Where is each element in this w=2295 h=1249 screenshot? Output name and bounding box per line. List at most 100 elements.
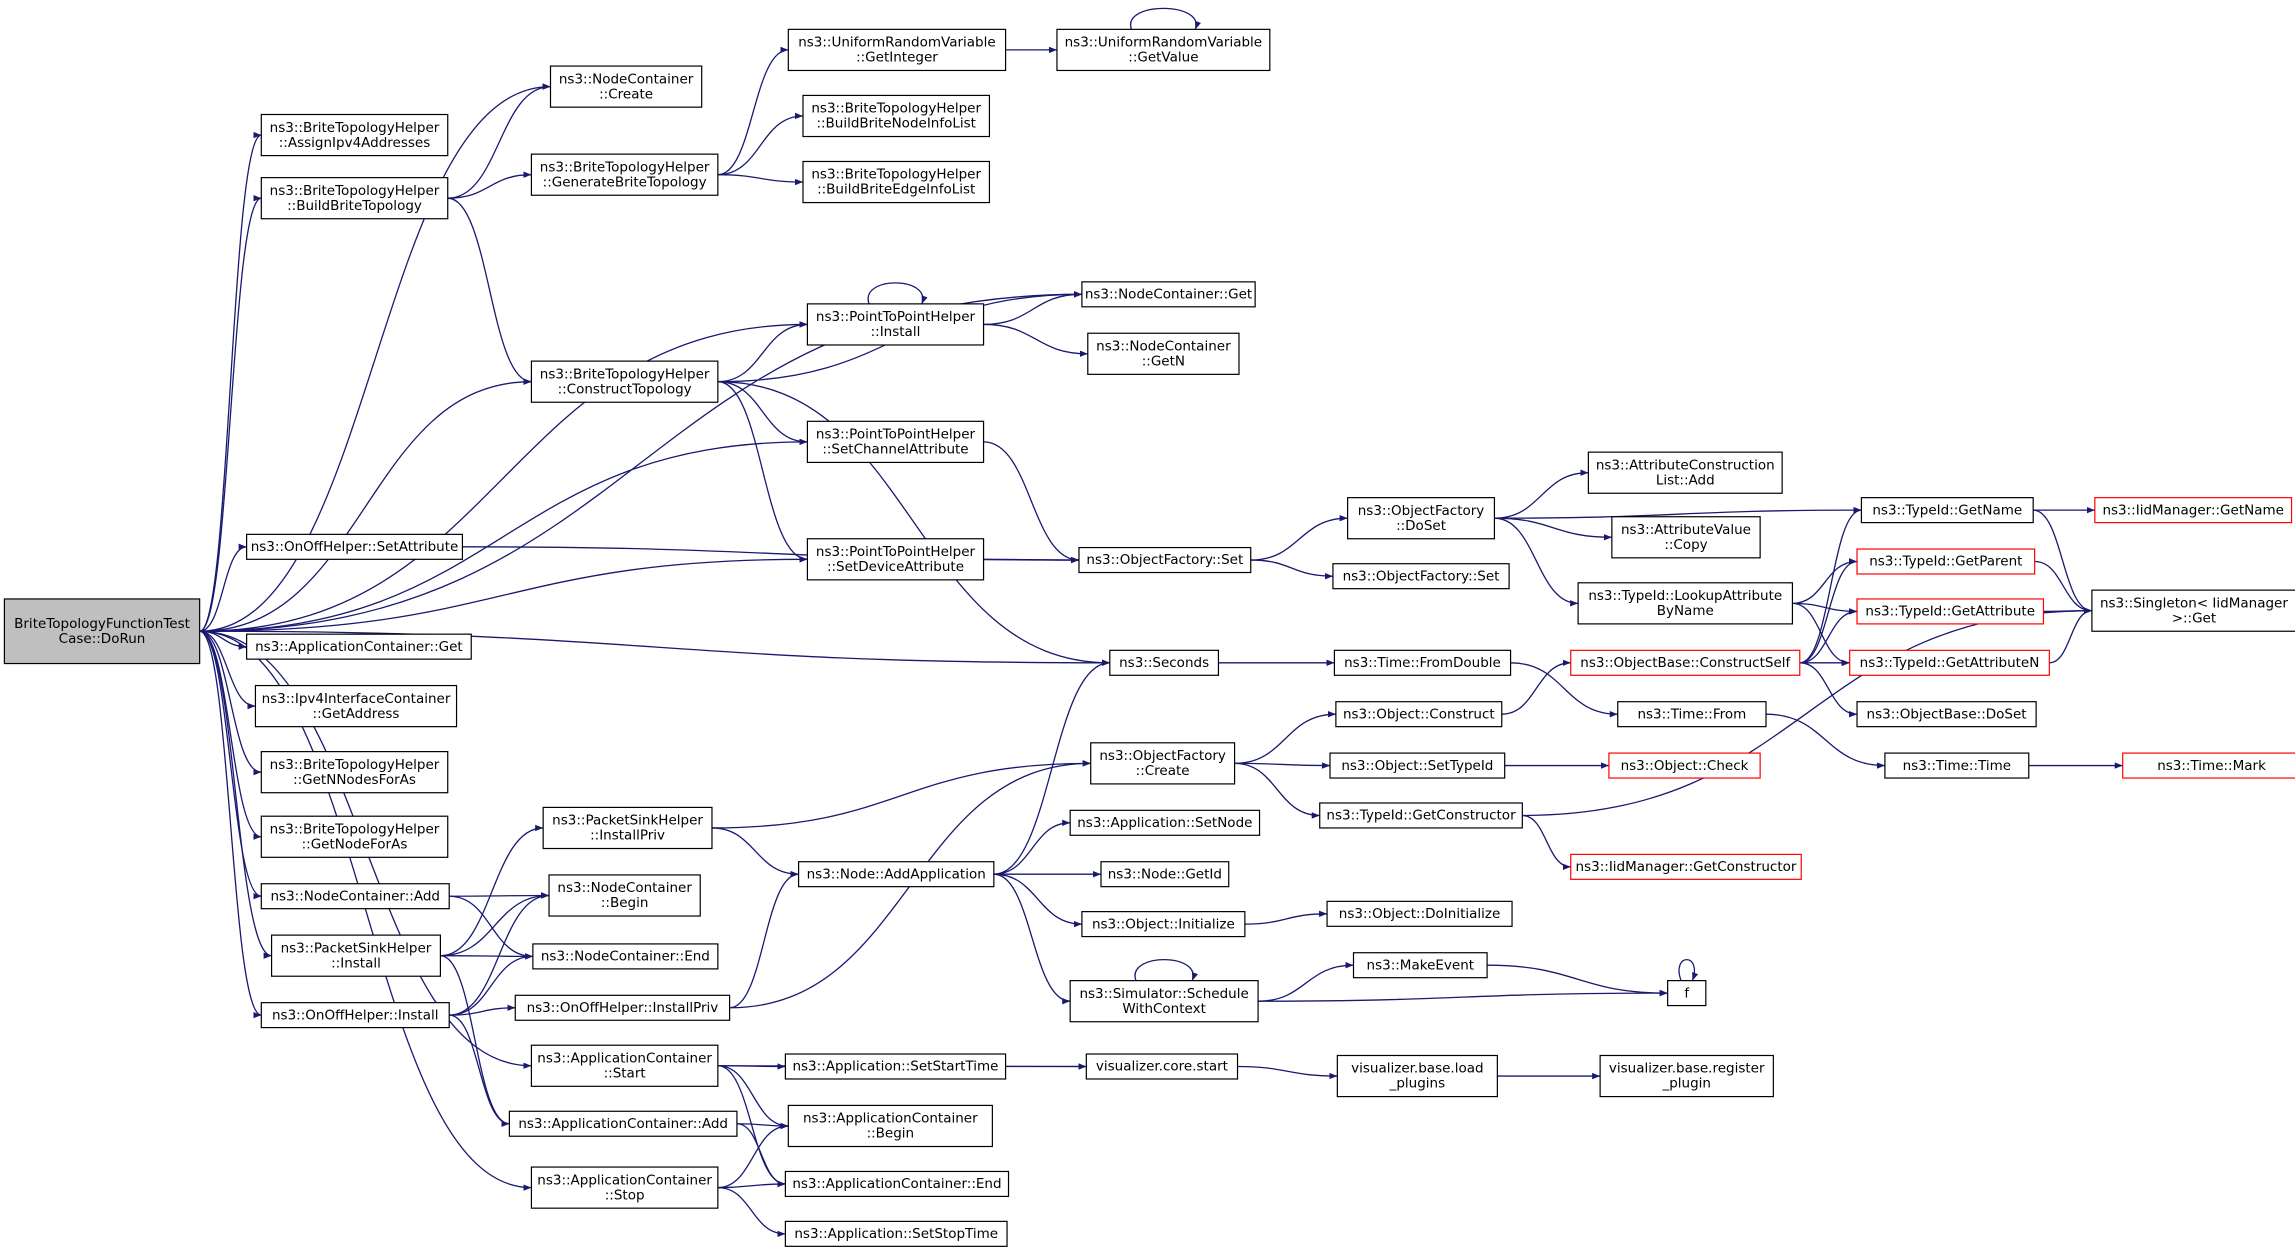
node-box [1336, 1054, 1498, 1098]
function-node-viz-start[interactable]: visualizer.core.start [1085, 1053, 1239, 1080]
function-node-time-from[interactable]: ns3::Time::From [1617, 701, 1767, 728]
function-node-ac-add[interactable]: ns3::ApplicationContainer::Add [508, 1110, 738, 1137]
node-box [1109, 649, 1220, 676]
function-node-app-setstop[interactable]: ns3::Application::SetStopTime [784, 1220, 1008, 1247]
function-node-p2p-setchan[interactable]: ns3::PointToPointHelper::SetChannelAttri… [806, 420, 985, 464]
function-node-app-setstart[interactable]: ns3::Application::SetStartTime [784, 1053, 1007, 1080]
function-node-p2p-setdev[interactable]: ns3::PointToPointHelper::SetDeviceAttrib… [806, 538, 985, 581]
call-edge-node_addapp-to-app_setnode [993, 819, 1071, 875]
function-node-av-copy[interactable]: ns3::AttributeValue::Copy [1611, 516, 1761, 559]
function-node-ipv4-getaddr[interactable]: ns3::Ipv4InterfaceContainer::GetAddress [254, 684, 458, 728]
function-node-ac-stop[interactable]: ns3::ApplicationContainer::Stop [530, 1166, 719, 1209]
function-node-nc-create[interactable]: ns3::NodeContainer::Create [549, 65, 703, 108]
node-label-line: ns3::Seconds [1119, 655, 1209, 671]
function-node-build-brite[interactable]: ns3::BriteTopologyHelper::BuildBriteTopo… [260, 177, 449, 220]
node-label-line: ::GetNNodesForAs [293, 772, 416, 788]
function-node-of-set2[interactable]: ns3::ObjectFactory::Set [1332, 563, 1510, 590]
function-node-node-addapp[interactable]: ns3::Node::AddApplication [797, 861, 995, 888]
function-node-onoff-install[interactable]: ns3::OnOffHelper::Install [260, 1002, 450, 1029]
function-node-time-time[interactable]: ns3::Time::Time [1884, 752, 2030, 779]
function-node-nc-add[interactable]: ns3::NodeContainer::Add [260, 883, 450, 910]
function-node-get-nodeforas[interactable]: ns3::BriteTopologyHelper::GetNodeForAs [260, 815, 449, 858]
function-node-f[interactable]: f [1667, 980, 1707, 1007]
function-node-psh-installpriv[interactable]: ns3::PacketSinkHelper::InstallPriv [542, 806, 713, 850]
node-label-line: _plugin [1661, 1076, 1711, 1092]
function-node-obj-init[interactable]: ns3::Object::Initialize [1081, 911, 1246, 938]
node-label-line: ns3::BriteTopologyHelper [811, 101, 981, 117]
function-node-onoff-setattr[interactable]: ns3::OnOffHelper::SetAttribute [246, 533, 464, 560]
node-label-line: WithContext [1122, 1001, 1206, 1017]
function-node-obj-check[interactable]: ns3::Object::Check [1608, 752, 1761, 779]
function-node-onoff-installpriv[interactable]: ns3::OnOffHelper::InstallPriv [514, 994, 731, 1021]
function-node-iid-getctor[interactable]: ns3::IidManager::GetConstructor [1570, 853, 1802, 880]
node-box [1856, 598, 2045, 625]
function-node-nc-get[interactable]: ns3::NodeContainer::Get [1081, 281, 1256, 308]
function-node-time-mark[interactable]: ns3::Time::Mark [2122, 752, 2295, 779]
call-edge-root-to-p2p_setchan [199, 438, 808, 632]
function-node-app-setnode[interactable]: ns3::Application::SetNode [1069, 809, 1261, 836]
function-node-viz-register[interactable]: visualizer.base.register_plugin [1599, 1054, 1774, 1098]
call-edge-node_addapp-to-obj_init [993, 873, 1082, 928]
node-box [806, 538, 985, 581]
function-node-ac-get[interactable]: ns3::ApplicationContainer::Get [246, 633, 472, 660]
function-node-construct-topo[interactable]: ns3::BriteTopologyHelper::ConstructTopol… [530, 360, 719, 403]
function-node-build-node-info[interactable]: ns3::BriteTopologyHelper::BuildBriteNode… [802, 94, 991, 138]
function-node-ac-begin[interactable]: ns3::ApplicationContainer::Begin [787, 1104, 993, 1148]
function-node-tid-getattr[interactable]: ns3::TypeId::GetAttribute [1856, 598, 2045, 625]
function-node-singleton-get[interactable]: ns3::Singleton< IidManager>::Get [2091, 589, 2295, 632]
function-node-time-fromdouble[interactable]: ns3::Time::FromDouble [1333, 649, 1512, 676]
function-node-seconds[interactable]: ns3::Seconds [1109, 649, 1220, 676]
node-label-line: ns3::Object::Check [1621, 758, 1749, 774]
call-edge-gen_brite-to-urv_getint [717, 46, 789, 176]
node-box [1087, 332, 1240, 375]
function-node-psh-install[interactable]: ns3::PacketSinkHelper::Install [270, 934, 441, 977]
function-node-iid-getname[interactable]: ns3::IidManager::GetName [2094, 497, 2293, 524]
function-node-urv-getval[interactable]: ns3::UniformRandomVariable::GetValue [1056, 28, 1271, 72]
function-node-nc-begin[interactable]: ns3::NodeContainer::Begin [548, 874, 701, 917]
function-node-tid-getparent[interactable]: ns3::TypeId::GetParent [1856, 548, 2036, 575]
call-edge-root-to-build_brite [199, 195, 262, 632]
function-node-urv-getint[interactable]: ns3::UniformRandomVariable::GetInteger [787, 28, 1007, 72]
function-node-of-doset[interactable]: ns3::ObjectFactory::DoSet [1347, 497, 1496, 540]
call-edge-tid_getname-to-singleton_get [2033, 509, 2092, 614]
function-node-get-nnodes[interactable]: ns3::BriteTopologyHelper::GetNNodesForAs [260, 751, 449, 794]
function-node-tid-getname[interactable]: ns3::TypeId::GetName [1860, 497, 2034, 524]
function-node-of-set[interactable]: ns3::ObjectFactory::Set [1078, 546, 1252, 574]
function-node-viz-load[interactable]: visualizer.base.load_plugins [1336, 1054, 1498, 1098]
node-label-line: ns3::ApplicationContainer::Get [255, 639, 463, 655]
function-node-ob-construct[interactable]: ns3::ObjectBase::ConstructSelf [1570, 649, 1801, 676]
function-node-assign-ipv4[interactable]: ns3::BriteTopologyHelper::AssignIpv4Addr… [260, 113, 449, 157]
function-node-nc-end[interactable]: ns3::NodeContainer::End [532, 943, 719, 970]
function-node-obj-settypeid[interactable]: ns3::Object::SetTypeId [1329, 752, 1506, 779]
node-box [1611, 516, 1761, 559]
call-edge-tid_lookup-to-tid_getparent [1792, 558, 1858, 604]
node-box [1856, 548, 2036, 575]
function-node-tid-getctor[interactable]: ns3::TypeId::GetConstructor [1319, 802, 1523, 829]
call-edge-root-to-ac_stop [199, 630, 532, 1191]
function-node-node-getid[interactable]: ns3::Node::GetId [1100, 861, 1230, 888]
call-edge-construct_topo-to-p2p_install [717, 321, 808, 383]
node-label-line: ns3::Time::From [1637, 706, 1746, 722]
function-node-nc-getn[interactable]: ns3::NodeContainer::GetN [1087, 332, 1240, 375]
function-node-obj-construct[interactable]: ns3::Object::Construct [1335, 701, 1503, 728]
function-node-of-create[interactable]: ns3::ObjectFactory::Create [1090, 742, 1236, 785]
function-node-obj-doinit[interactable]: ns3::Object::DoInitialize [1326, 900, 1513, 927]
function-node-ac-end[interactable]: ns3::ApplicationContainer::End [784, 1170, 1010, 1198]
function-node-ob-doset[interactable]: ns3::ObjectBase::DoSet [1856, 701, 2037, 728]
node-label-line: ns3::NodeContainer::End [541, 949, 710, 965]
function-node-ac-start[interactable]: ns3::ApplicationContainer::Start [530, 1044, 719, 1087]
function-node-p2p-install[interactable]: ns3::PointToPointHelper::Install [806, 303, 985, 346]
node-box [530, 153, 719, 196]
function-node-build-edge-info[interactable]: ns3::BriteTopologyHelper::BuildBriteEdge… [802, 160, 991, 204]
node-box [1056, 28, 1271, 72]
node-label-line: ns3::BriteTopologyHelper [270, 757, 440, 773]
function-node-make-event[interactable]: ns3::MakeEvent [1352, 952, 1488, 979]
function-node-tid-getattrn[interactable]: ns3::TypeId::GetAttributeN [1849, 649, 2050, 676]
function-node-gen-brite[interactable]: ns3::BriteTopologyHelper::GenerateBriteT… [530, 153, 719, 196]
node-label-line: ns3::Object::DoInitialize [1339, 906, 1501, 922]
node-box [1326, 900, 1513, 927]
